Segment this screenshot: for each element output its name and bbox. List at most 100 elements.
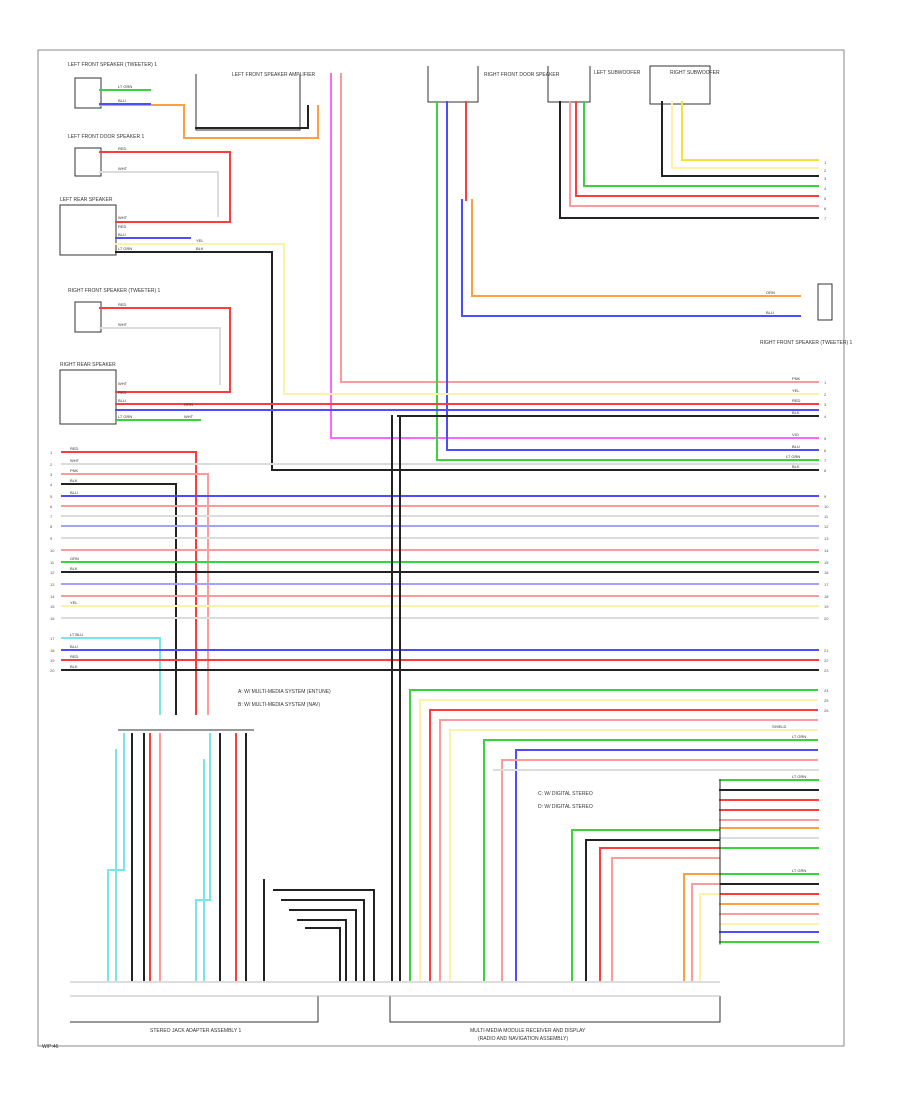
- svg-text:BLU: BLU: [70, 644, 78, 649]
- svg-text:RED: RED: [118, 146, 127, 151]
- svg-text:2: 2: [824, 168, 827, 173]
- svg-text:1: 1: [824, 160, 827, 165]
- svg-text:14: 14: [824, 548, 829, 553]
- ll-black-8: [289, 909, 357, 981]
- wires-bus: [61, 451, 819, 715]
- svg-text:5: 5: [824, 196, 827, 201]
- left-rear-speaker-label: LEFT REAR SPEAKER: [60, 197, 113, 203]
- lower-pink-5: [691, 883, 720, 981]
- left-subwoofer-label: LEFT SUBWOOFER: [594, 70, 641, 76]
- svg-text:18: 18: [50, 648, 55, 653]
- left-front-speaker-label: LEFT FRONT SPEAKER (TWEETER) 1: [68, 62, 157, 68]
- lower-pink-1: [439, 719, 818, 981]
- wire-red-rf: [99, 307, 231, 393]
- svg-text:15: 15: [824, 560, 829, 565]
- svg-text:BLU: BLU: [766, 310, 774, 315]
- svg-text:19: 19: [50, 658, 55, 663]
- svg-text:BLU: BLU: [70, 490, 78, 495]
- adapter-bottom-bracket: [70, 996, 319, 1023]
- svg-text:PNK: PNK: [792, 376, 801, 381]
- svg-text:8: 8: [824, 468, 827, 473]
- svg-text:5: 5: [50, 494, 53, 499]
- diagram-frame: [37, 49, 845, 1047]
- svg-text:YEL: YEL: [792, 388, 800, 393]
- svg-text:17: 17: [50, 636, 55, 641]
- wire-yellow2-rsub: [681, 101, 819, 161]
- svg-text:LT GRN: LT GRN: [792, 774, 806, 779]
- wire-green-door: [436, 101, 819, 461]
- svg-text:14: 14: [50, 594, 55, 599]
- svg-text:5: 5: [824, 436, 827, 441]
- lower-yellow-3: [699, 893, 720, 981]
- wire-yellow-lr: [115, 243, 819, 395]
- wires-lower-right: [391, 415, 819, 981]
- lower-yellow-2: [449, 729, 818, 981]
- wire-yellow-rsub: [671, 101, 819, 169]
- svg-text:RED: RED: [792, 398, 801, 403]
- svg-text:12: 12: [824, 524, 829, 529]
- svg-text:4: 4: [824, 414, 827, 419]
- svg-text:13: 13: [50, 582, 55, 587]
- multi-display-label: MULTI-MEDIA MODULE RECEIVER AND DISPLAY: [470, 1028, 586, 1034]
- svg-text:17: 17: [824, 582, 829, 587]
- right-rear-speaker-box: RIGHT REAR SPEAKER: [59, 362, 117, 425]
- ll-black-10: [305, 927, 341, 981]
- note-a: A: W/ MULTI-MEDIA SYSTEM (ENTUNE): [238, 689, 331, 695]
- lower-red-1: [429, 709, 818, 981]
- svg-text:VIO: VIO: [792, 432, 799, 437]
- note-c: C: W/ DIGITAL STEREO: [538, 791, 593, 797]
- wires-lower-left: [70, 729, 721, 1023]
- right-pin-numbers: 1 2 3 4 5 6 7 1 2 3 4 5 6 7 8 9 10 11 12…: [824, 160, 829, 713]
- wire-blue-rfspk: [461, 199, 801, 317]
- svg-text:20: 20: [824, 616, 829, 621]
- svg-text:4: 4: [50, 482, 53, 487]
- svg-text:13: 13: [824, 536, 829, 541]
- svg-text:7: 7: [824, 216, 827, 221]
- wire-red-lfd: [99, 151, 231, 223]
- svg-text:BLK: BLK: [792, 464, 800, 469]
- svg-text:10: 10: [824, 504, 829, 509]
- svg-text:BLK: BLK: [196, 246, 204, 251]
- svg-text:20: 20: [50, 668, 55, 673]
- svg-text:24: 24: [824, 688, 829, 693]
- wire-pink-sub: [569, 101, 819, 207]
- svg-text:BLK: BLK: [70, 566, 78, 571]
- right-front-speaker-bottom-label: RIGHT FRONT SPEAKER (TWEETER) 1: [760, 340, 853, 346]
- lower-red-4: [599, 847, 720, 981]
- bus-black-1: [61, 483, 177, 715]
- svg-text:11: 11: [50, 560, 55, 565]
- svg-text:WHT: WHT: [118, 381, 128, 386]
- svg-text:6: 6: [50, 504, 53, 509]
- svg-text:1: 1: [50, 450, 53, 455]
- svg-text:7: 7: [824, 458, 827, 463]
- svg-text:10: 10: [50, 548, 55, 553]
- wire-black-sub: [559, 101, 819, 219]
- svg-text:LT GRN: LT GRN: [792, 868, 806, 873]
- svg-text:4: 4: [824, 186, 827, 191]
- right-front-speaker-box: RIGHT FRONT SPEAKER (TWEETER) 1: [68, 288, 161, 333]
- right-front-speaker-label: RIGHT FRONT SPEAKER (TWEETER) 1: [68, 288, 161, 294]
- svg-text:ORN: ORN: [766, 290, 775, 295]
- left-front-door-label: LEFT FRONT DOOR SPEAKER 1: [68, 134, 144, 140]
- svg-text:BLK: BLK: [792, 410, 800, 415]
- lower-orange-2: [683, 873, 720, 981]
- svg-text:LT GRN: LT GRN: [786, 454, 800, 459]
- bus-red-1: [61, 451, 197, 715]
- svg-text:11: 11: [824, 514, 829, 519]
- svg-text:9: 9: [824, 494, 827, 499]
- left-rear-speaker-box: LEFT REAR SPEAKER: [59, 197, 117, 256]
- svg-text:LT GRN: LT GRN: [118, 414, 132, 419]
- svg-text:BLU: BLU: [118, 398, 126, 403]
- svg-text:RED: RED: [118, 302, 127, 307]
- svg-text:7: 7: [50, 514, 53, 519]
- svg-text:RED: RED: [118, 224, 127, 229]
- page-id: W/P:46: [42, 1044, 59, 1050]
- module-bottom-bracket: [389, 996, 721, 1023]
- svg-text:3: 3: [824, 176, 827, 181]
- left-front-door-box: LEFT FRONT DOOR SPEAKER 1: [68, 134, 144, 177]
- svg-text:25: 25: [824, 698, 829, 703]
- svg-text:BLU: BLU: [118, 232, 126, 237]
- left-subwoofer-box: LEFT SUBWOOFER: [547, 66, 641, 103]
- svg-text:RED: RED: [118, 390, 127, 395]
